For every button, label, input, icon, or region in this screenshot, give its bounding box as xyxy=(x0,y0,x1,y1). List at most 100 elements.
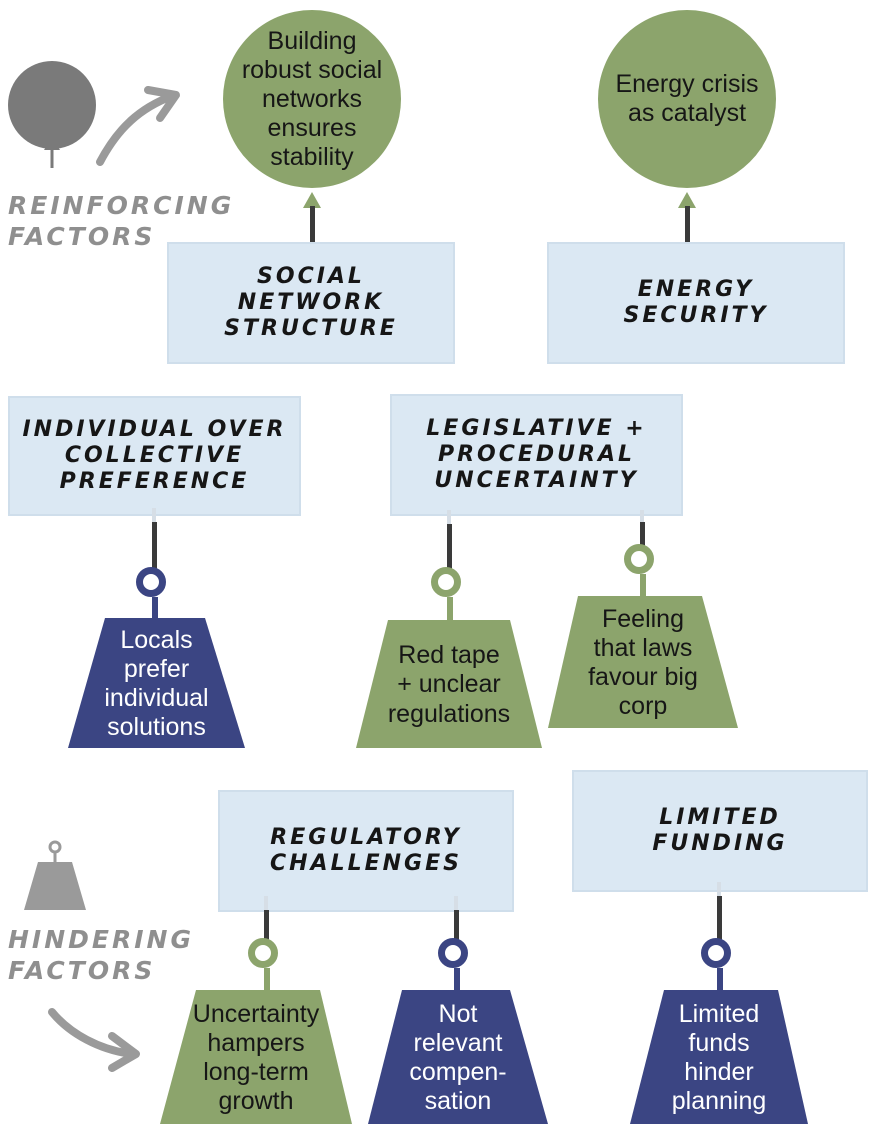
up-arrow-icon xyxy=(96,92,176,166)
weight-label-compensation: Not relevant compen- sation xyxy=(368,992,548,1124)
panel-energy-security: ENERGY SECURITY xyxy=(547,242,845,364)
weight-limited-funds xyxy=(630,990,808,1124)
weight-hook xyxy=(717,968,723,992)
weight-cord xyxy=(454,910,459,940)
weight-label-red-tape: Red tape + unclear regulations xyxy=(356,622,542,748)
weight-text-line: Limited xyxy=(678,999,760,1028)
balloon-text-line: Energy crisis xyxy=(615,70,759,98)
legend-weight-ring xyxy=(48,840,62,854)
weight-ring xyxy=(248,938,278,968)
panel-regulatory-challenges: REGULATORY CHALLENGES xyxy=(218,790,514,912)
down-arrow-head xyxy=(108,1032,140,1072)
balloon-text-line: networks xyxy=(261,84,363,113)
balloon-text-line: ensures xyxy=(267,113,357,142)
panel-limited-funding: LIMITED FUNDING xyxy=(572,770,868,892)
legend-weight-icon xyxy=(24,862,86,910)
weight-ring xyxy=(136,567,166,597)
legend-reinforcing-line1: REINFORCING xyxy=(8,191,235,220)
balloon-text-line: Building xyxy=(267,26,357,55)
legend-balloon-icon xyxy=(8,61,96,149)
weight-text-line: individual xyxy=(104,684,209,712)
panel-text-line: NETWORK xyxy=(237,290,385,316)
weight-text-line: relevant xyxy=(413,1028,503,1057)
down-arrow-icon xyxy=(48,1008,136,1058)
weight-label-uncertainty: Uncertainty hampers long-term growth xyxy=(160,992,352,1124)
panel-text-line: FUNDING xyxy=(652,831,788,856)
legend-reinforcing-line2: FACTORS xyxy=(8,222,156,251)
weight-text-line: hinder xyxy=(684,1058,754,1086)
panel-text-line: CHALLENGES xyxy=(270,851,462,876)
weight-text-line: growth xyxy=(218,1087,294,1116)
balloon-string xyxy=(685,206,690,244)
weight-cord xyxy=(717,882,721,902)
legend-hindering-line1: HINDERING xyxy=(8,925,194,954)
weight-text-line: planning xyxy=(671,1087,767,1116)
weight-label-limited-funds: Limited funds hinder planning xyxy=(630,992,808,1124)
weight-text-line: Locals xyxy=(120,625,193,654)
weight-text-line: Feeling xyxy=(601,604,684,633)
legend-balloon-knot xyxy=(44,138,60,150)
panel-text-line: SECURITY xyxy=(623,303,769,328)
panel-text-line: COLLECTIVE xyxy=(64,443,245,469)
weight-compensation xyxy=(368,990,548,1124)
weight-cord xyxy=(640,522,645,546)
weight-text-line: long-term xyxy=(203,1058,309,1086)
weight-ring xyxy=(624,544,654,574)
weight-text-line: Red tape xyxy=(398,641,500,670)
weight-cord xyxy=(447,524,452,570)
weight-text-line: corp xyxy=(618,692,668,721)
weight-text-line: hampers xyxy=(207,1028,305,1057)
weight-locals-prefer xyxy=(68,618,245,748)
weight-ring xyxy=(701,938,731,968)
legend-hindering-label: HINDERING FACTORS xyxy=(8,924,194,986)
legend-hindering-line2: FACTORS xyxy=(8,956,156,985)
weight-label-feeling-laws: Feeling that laws favour big corp xyxy=(548,598,738,728)
weight-cord xyxy=(152,508,156,528)
balloon-social-network: Building robust social networks ensures … xyxy=(223,10,401,188)
weight-hook xyxy=(454,968,460,992)
weight-text-line: favour big xyxy=(588,663,698,691)
panel-individual-preference: INDIVIDUAL OVER COLLECTIVE PREFERENCE xyxy=(8,396,301,516)
panel-text-line: REGULATORY xyxy=(270,825,462,851)
panel-text-line: STRUCTURE xyxy=(224,315,398,341)
weight-text-line: Uncertainty xyxy=(192,999,320,1028)
weight-text-line: sation xyxy=(424,1087,492,1116)
weight-hook xyxy=(264,968,270,992)
balloon-string xyxy=(310,206,315,244)
panel-text-line: LEGISLATIVE + xyxy=(426,416,647,442)
weight-text-line: + unclear xyxy=(397,670,501,699)
weight-text-line: Not xyxy=(438,999,478,1028)
weight-text-line: solutions xyxy=(107,713,206,742)
panel-social-network-structure: SOCIAL NETWORK STRUCTURE xyxy=(167,242,455,364)
weight-uncertainty xyxy=(160,990,352,1124)
weight-text-line: prefer xyxy=(123,654,190,683)
weight-text-line: that laws xyxy=(593,633,693,662)
balloon-knot xyxy=(303,192,321,208)
balloon-text-line: as catalyst xyxy=(627,99,747,127)
balloon-energy-crisis: Energy crisis as catalyst xyxy=(598,10,776,188)
panel-text-line: SOCIAL xyxy=(257,264,365,290)
weight-cord xyxy=(152,522,157,570)
panel-legislative-uncertainty: LEGISLATIVE + PROCEDURAL UNCERTAINTY xyxy=(390,394,683,516)
balloon-text-line: robust social xyxy=(241,55,383,84)
panel-text-line: PROCEDURAL xyxy=(437,442,636,468)
balloon-text-line: stability xyxy=(270,142,354,171)
weight-hook xyxy=(640,574,646,598)
panel-text-line: LIMITED xyxy=(659,805,781,831)
weight-text-line: funds xyxy=(688,1028,750,1057)
weight-red-tape xyxy=(356,620,542,748)
weight-text-line: compen- xyxy=(409,1058,507,1086)
panel-text-line: UNCERTAINTY xyxy=(434,467,639,493)
panel-text-line: ENERGY xyxy=(637,277,755,303)
weight-cord xyxy=(454,896,458,916)
panel-text-line: PREFERENCE xyxy=(59,468,250,494)
weight-cord xyxy=(264,910,269,940)
weight-hook xyxy=(447,597,453,621)
weight-ring xyxy=(431,567,461,597)
panel-text-line: INDIVIDUAL OVER xyxy=(22,417,287,443)
weight-cord xyxy=(447,510,451,530)
up-arrow-head xyxy=(144,86,180,122)
weight-label-locals: Locals prefer individual solutions xyxy=(68,620,245,748)
weight-cord xyxy=(717,896,722,940)
